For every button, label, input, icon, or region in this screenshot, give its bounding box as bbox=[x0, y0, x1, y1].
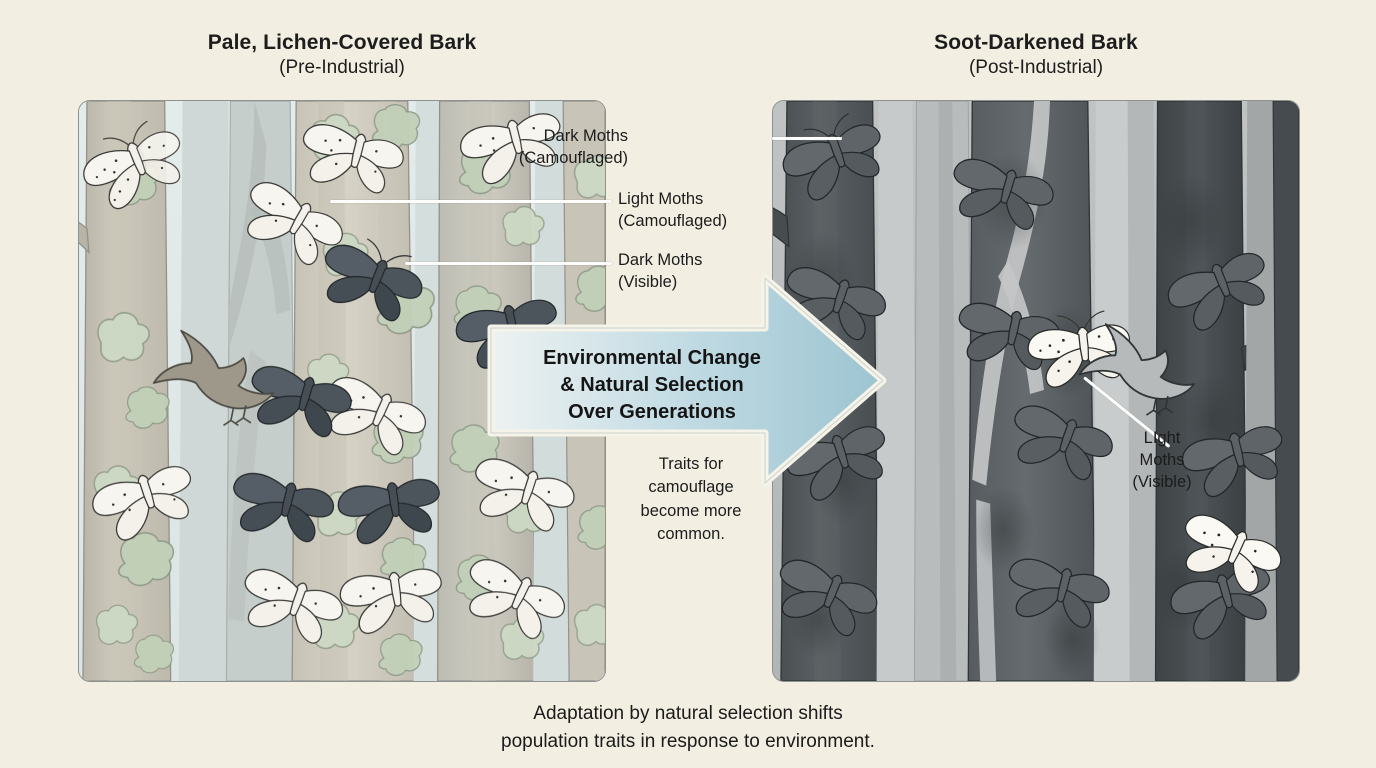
dark-moth-group-right bbox=[779, 113, 1283, 640]
callout-light-camouflaged-line2: (Camouflaged) bbox=[618, 211, 728, 230]
pale-bark-illustration bbox=[79, 101, 605, 681]
callout-light-visible-line1: LIght bbox=[1143, 429, 1181, 447]
arrow-shape bbox=[487, 274, 887, 487]
figure-caption: Adaptation by natural selection shifts p… bbox=[0, 700, 1376, 755]
panel-title-left-sub: (Pre-Industrial) bbox=[279, 56, 405, 78]
panel-title-left-main: Pale, Lichen-Covered Bark bbox=[207, 31, 477, 54]
callout-dark-moths-visible: Dark Moths (Visible) bbox=[618, 250, 702, 294]
panel-title-right-main: Soot-Darkened Bark bbox=[934, 31, 1138, 54]
panel-title-left: Pale, Lichen-Covered Bark (Pre-Industria… bbox=[78, 30, 606, 79]
leader-line-light-camouflaged bbox=[330, 200, 612, 203]
traits-note-line1: Traits for bbox=[658, 455, 724, 473]
traits-note-line3: become more bbox=[640, 501, 742, 520]
leader-line-dark-visible bbox=[405, 262, 612, 265]
callout-dark-camouflaged-line2: (Camouflaged) bbox=[518, 148, 628, 167]
callout-light-moths-camouflaged: Light Moths (Camouflaged) bbox=[618, 189, 727, 233]
callout-light-visible-line2: Moths bbox=[1139, 450, 1185, 469]
leader-line-dark-camouflaged bbox=[772, 137, 842, 140]
callout-light-moths-visible: LIght Moths (Visible) bbox=[1112, 428, 1212, 494]
callout-dark-camouflaged-line1: Dark Moths bbox=[543, 127, 628, 145]
figure-caption-line2: population traits in response to environ… bbox=[501, 730, 875, 752]
callout-dark-moths-camouflaged: Dark Moths (Camouflaged) bbox=[519, 126, 628, 170]
environmental-change-arrow bbox=[487, 272, 887, 489]
callout-light-camouflaged-line1: Light Moths bbox=[618, 190, 704, 208]
callout-light-visible-line3: (Visible) bbox=[1132, 472, 1192, 491]
bird-right bbox=[1078, 323, 1196, 416]
bird-left bbox=[152, 329, 275, 427]
panel-title-right: Soot-Darkened Bark (Post-Industrial) bbox=[772, 30, 1300, 79]
callout-dark-visible-line2: (Visible) bbox=[618, 272, 678, 291]
traits-note: Traits for camouflage become more common… bbox=[608, 453, 774, 547]
traits-note-line4: common. bbox=[657, 525, 725, 544]
panel-title-right-sub: (Post-Industrial) bbox=[968, 56, 1104, 78]
traits-note-line2: camouflage bbox=[648, 478, 734, 497]
figure-caption-line1: Adaptation by natural selection shifts bbox=[533, 703, 843, 724]
scene-pale-bark bbox=[78, 100, 606, 682]
callout-dark-visible-line1: Dark Moths bbox=[618, 251, 703, 269]
